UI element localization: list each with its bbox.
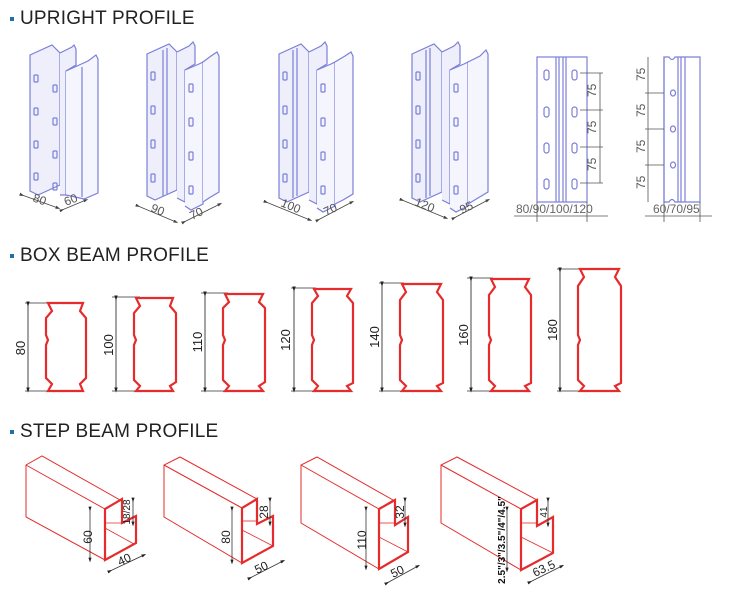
front-pitch-3: 75 [585,157,599,171]
section-title-upright: UPRIGHT PROFILE [10,8,195,30]
side-pitch-4: 75 [634,175,648,189]
side-pitch-1: 75 [634,67,648,81]
upright-front-view [536,56,588,203]
box-beam-180 [557,267,623,393]
side-pitch-3: 75 [634,139,648,153]
step-beam-1-height: 60 [81,530,95,544]
box-beam-120-label: 120 [278,329,293,351]
upright-1-dims [19,192,89,213]
step-beam-4-step: 41 [539,506,550,518]
front-width-label: 80/90/100/120 [516,202,593,216]
box-beam-140 [379,281,445,393]
heading-box-beam: BOX BEAM PROFILE [20,245,210,266]
upright-3 [278,40,354,213]
front-pitch-2: 75 [585,120,599,134]
upright-2-depth-label: 70 [187,204,205,222]
box-beam-110 [201,291,267,393]
upright-1-width-label: 80 [31,191,49,209]
box-beam-140-label: 140 [367,326,382,348]
front-pitch-1: 75 [585,83,599,97]
upright-3-depth-label: 70 [321,200,339,218]
bullet-icon [10,430,14,434]
step-beam-1-step: 18/28 [122,499,133,524]
upright-side-view [663,56,701,203]
step-beam-1 [25,455,138,562]
step-beam-4-height: 2.5"/3"/3.5"/4"/4.5" [497,496,508,584]
step-beam-2-step: 28 [257,505,271,519]
box-beam-100-label: 100 [101,334,116,356]
box-beam-80-label: 80 [13,341,28,355]
box-beam-160-label: 160 [456,324,471,346]
heading-upright: UPRIGHT PROFILE [20,8,195,29]
step-beam-2 [163,456,275,565]
step-beam-3-height: 110 [355,530,369,549]
bullet-icon [10,254,14,258]
upright-4 [411,40,489,213]
upright-2-width-label: 90 [149,201,167,219]
heading-step-beam: STEP BEAM PROFILE [20,421,219,442]
step-beam-2-height: 80 [219,530,233,544]
box-beam-180-label: 180 [545,319,560,341]
upright-1 [29,43,99,200]
upright-1-depth-label: 60 [62,191,80,209]
box-beam-120 [291,286,355,393]
box-beam-80 [25,301,88,393]
step-beam-2-width: 50 [252,558,270,576]
section-title-box-beam: BOX BEAM PROFILE [10,245,209,267]
box-beam-160 [467,276,533,393]
step-beam-1-width: 40 [115,550,133,568]
side-pitch-2: 75 [634,103,648,117]
bullet-icon [10,17,14,21]
section-title-step-beam: STEP BEAM PROFILE [10,421,218,443]
step-beam-3-step: 32 [393,505,407,519]
box-beam-100 [112,295,178,393]
box-beam-110-label: 110 [190,332,205,353]
upright-4-depth-label: 95 [457,198,475,216]
step-beam-3 [300,456,410,571]
step-beam-4 [440,456,555,572]
side-depth-label: 60/70/95 [653,202,700,216]
step-beam-4-width: 63.5 [530,557,557,580]
step-beam-3-width: 50 [388,562,406,580]
